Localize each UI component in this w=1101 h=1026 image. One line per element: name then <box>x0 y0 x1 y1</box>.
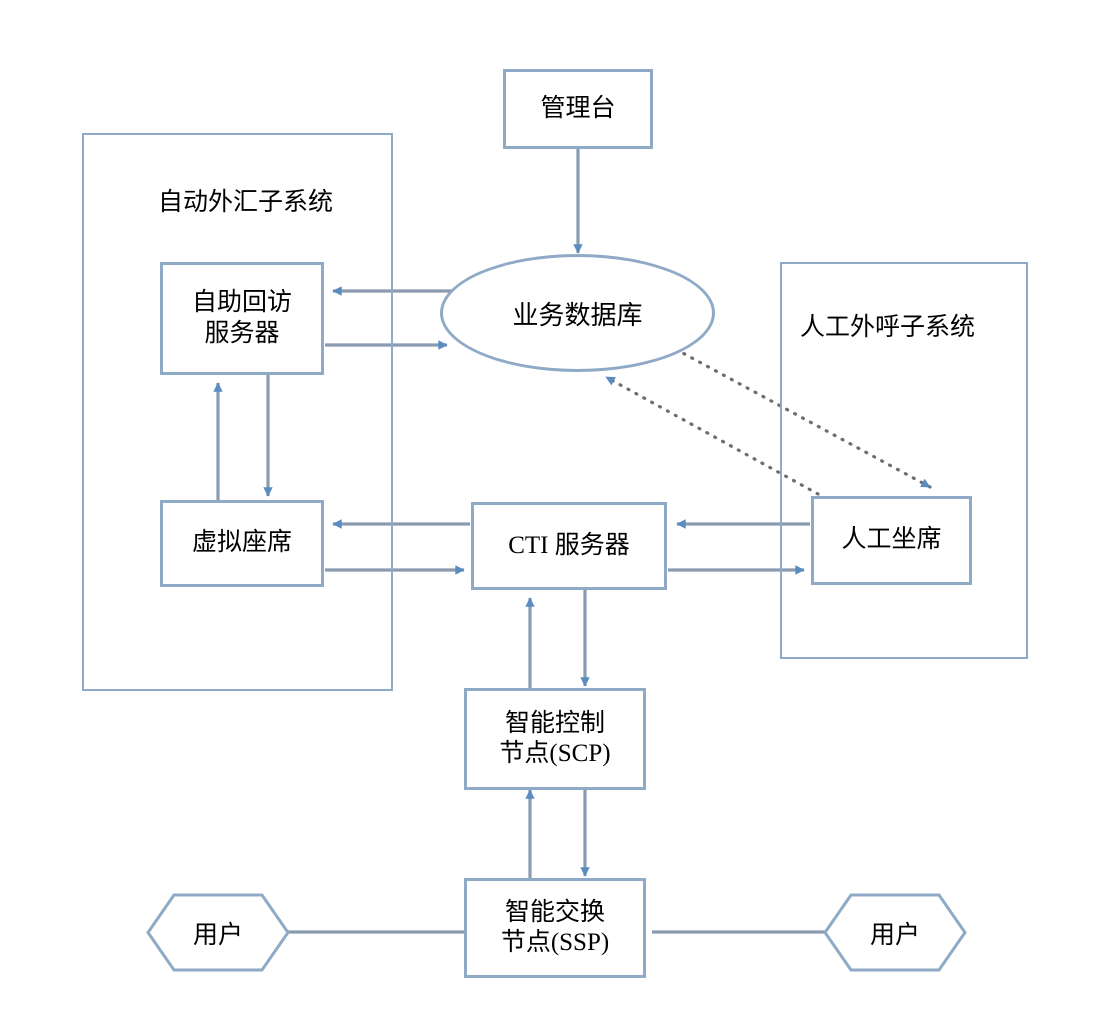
node-console[interactable]: 管理台 <box>503 69 653 149</box>
node-virtual-seat[interactable]: 虚拟座席 <box>160 500 324 587</box>
node-user-right-label: 用户 <box>869 921 920 949</box>
node-user-left-label: 用户 <box>192 921 243 949</box>
container-auto-subsystem-label: 自动外汇子系统 <box>158 189 334 216</box>
node-user-left[interactable]: 用户 <box>146 893 290 972</box>
user-left-hexagon-shape <box>146 893 290 972</box>
user-right-hexagon-shape <box>823 893 967 972</box>
node-user-right[interactable]: 用户 <box>823 893 967 972</box>
node-ssp[interactable]: 智能交换 节点(SSP) <box>464 878 646 978</box>
node-business-db[interactable]: 业务数据库 <box>440 254 715 372</box>
container-manual-subsystem-label: 人工外呼子系统 <box>800 314 976 341</box>
node-cti-server[interactable]: CTI 服务器 <box>471 502 667 590</box>
node-callback-server[interactable]: 自助回访 服务器 <box>160 262 324 375</box>
container-auto-subsystem <box>82 133 393 691</box>
node-human-agent[interactable]: 人工坐席 <box>811 496 972 585</box>
container-manual-subsystem <box>780 262 1028 659</box>
node-scp[interactable]: 智能控制 节点(SCP) <box>464 688 646 790</box>
